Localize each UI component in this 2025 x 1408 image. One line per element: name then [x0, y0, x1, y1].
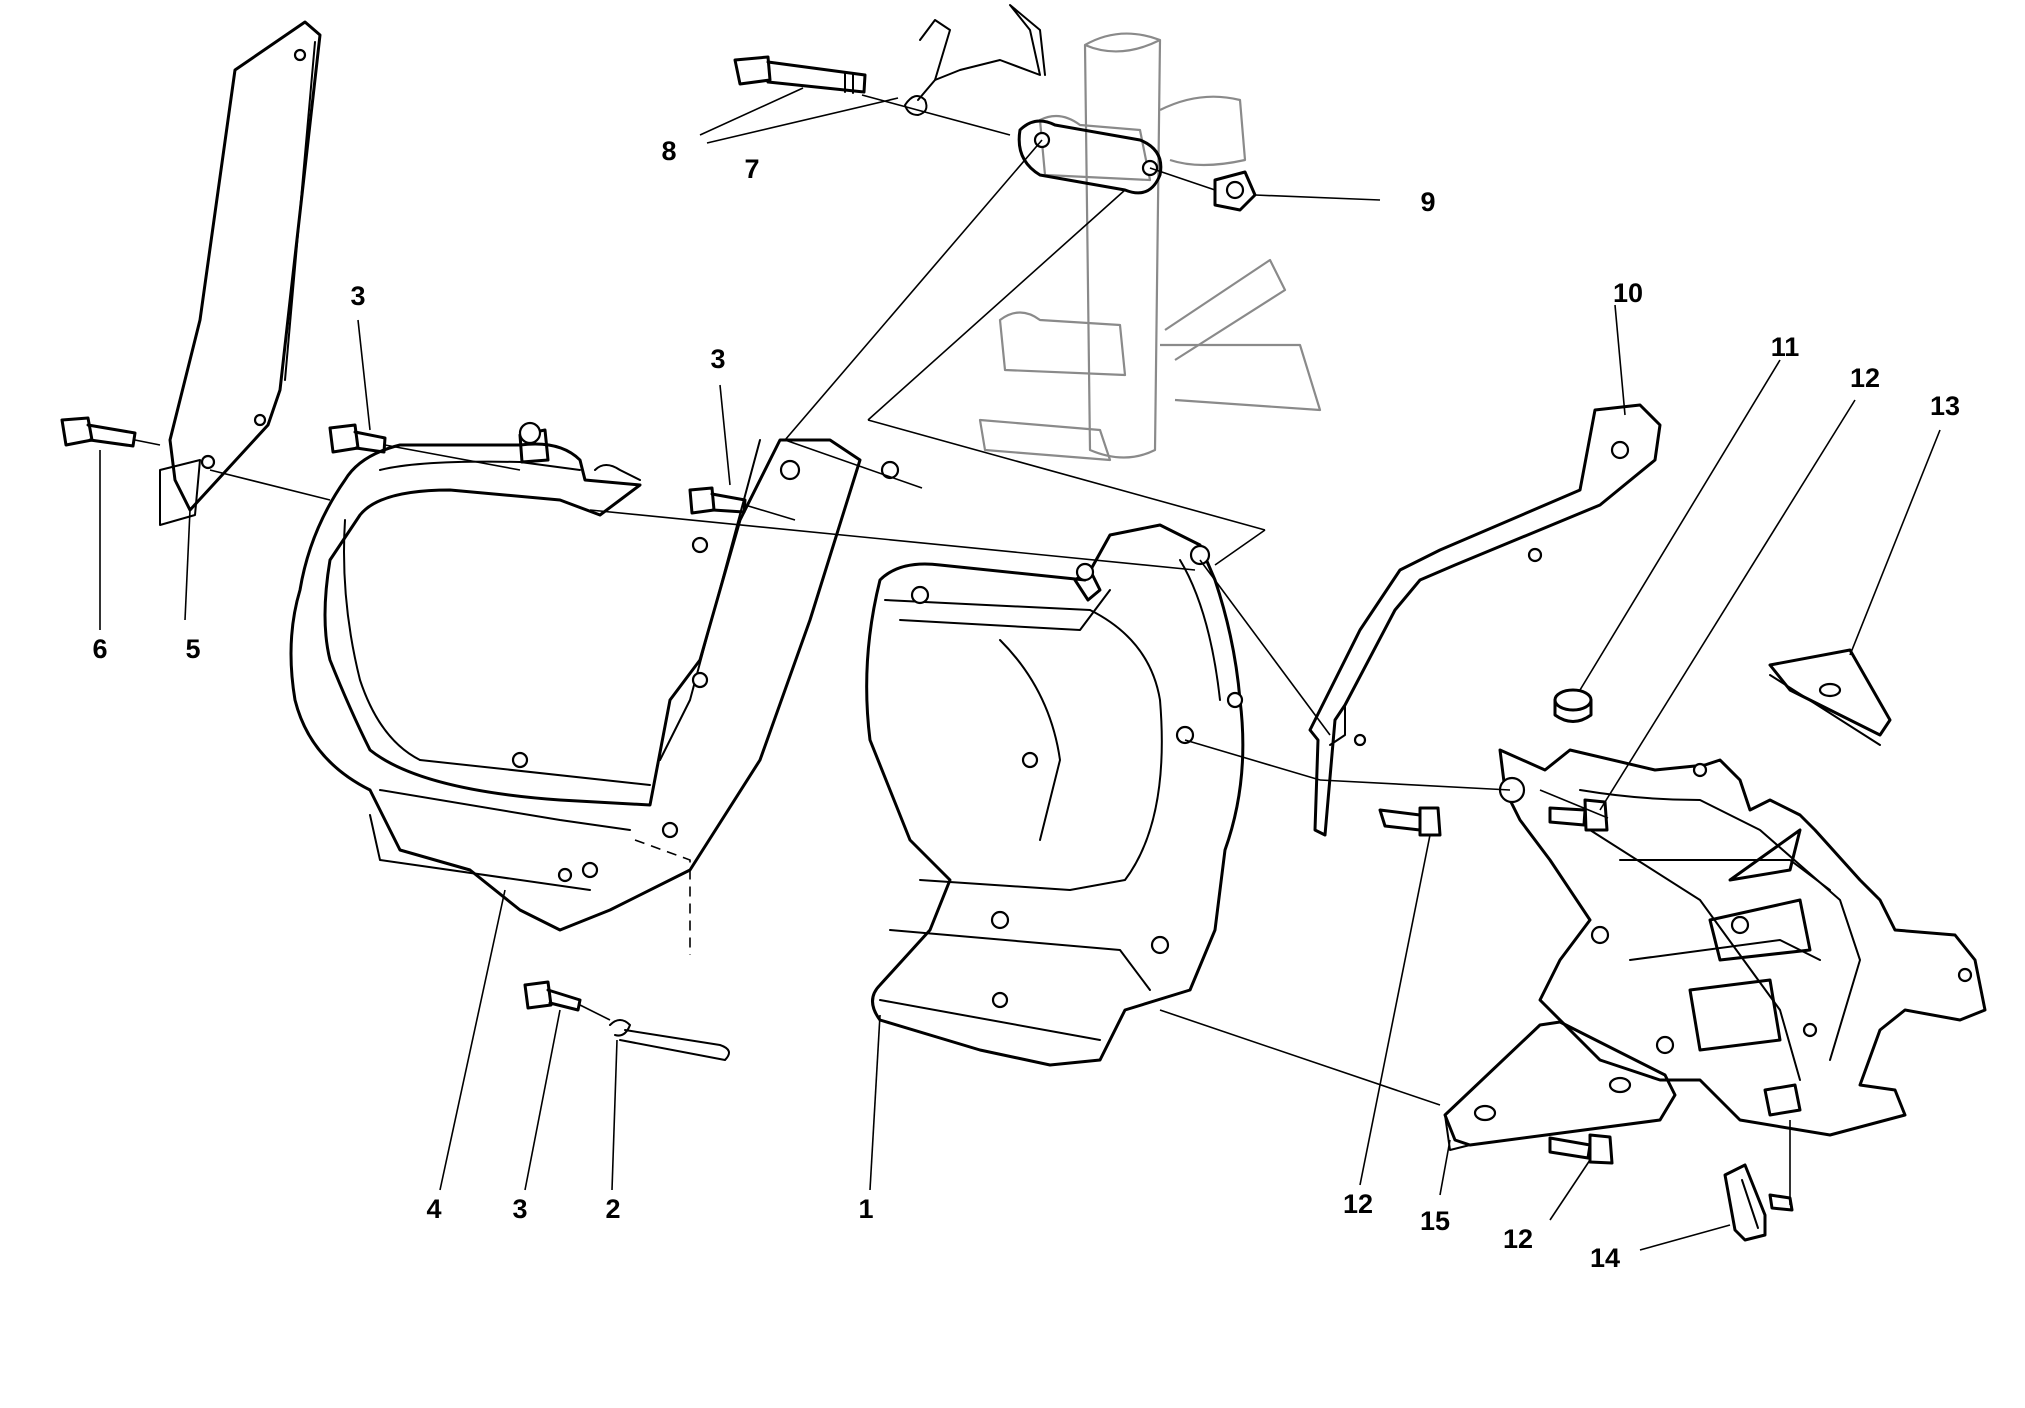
part-5-support-plate [159, 20, 322, 526]
callout-labels: 1 2 3 3 3 3 4 5 6 7 8 9 10 11 12 12 12 1… [92, 136, 1960, 1273]
callout-12-mid: 12 [1343, 1189, 1373, 1219]
part-4-left-duct [289, 421, 900, 932]
callout-3-bottom: 3 [512, 1194, 527, 1224]
callout-7: 7 [744, 154, 759, 184]
part-1-central-duct [865, 523, 1245, 1067]
chassis-tube-ghost [978, 32, 1322, 462]
callout-12-top: 12 [1850, 363, 1880, 393]
part-15-mounting-plate [1443, 1020, 1677, 1151]
callout-13: 13 [1930, 391, 1960, 421]
part-11-grommet [1553, 688, 1593, 723]
part-10-bracket [1308, 403, 1662, 837]
callout-11: 11 [1771, 332, 1800, 362]
part-13-pad [1768, 648, 1892, 746]
assembly-lines [209, 94, 1791, 1205]
callout-6: 6 [92, 634, 107, 664]
part-6-bolt [60, 416, 161, 630]
fastener-bolts [328, 4, 1614, 1165]
callout-14: 14 [1590, 1243, 1620, 1273]
callout-8: 8 [661, 136, 676, 166]
callout-5: 5 [185, 634, 200, 664]
callout-9: 9 [1420, 187, 1435, 217]
callout-2: 2 [605, 1194, 620, 1224]
callout-10: 10 [1613, 278, 1643, 308]
callout-15: 15 [1420, 1206, 1450, 1236]
callout-3-top-left: 3 [350, 281, 365, 311]
leader-lines [184, 87, 1941, 1251]
callout-1: 1 [858, 1194, 873, 1224]
right-support-frame [1498, 748, 1987, 1137]
part-14-clip [1723, 1083, 1802, 1242]
callout-12-bottom: 12 [1503, 1224, 1533, 1254]
callout-4: 4 [426, 1194, 441, 1224]
callout-3-top-mid: 3 [710, 344, 725, 374]
